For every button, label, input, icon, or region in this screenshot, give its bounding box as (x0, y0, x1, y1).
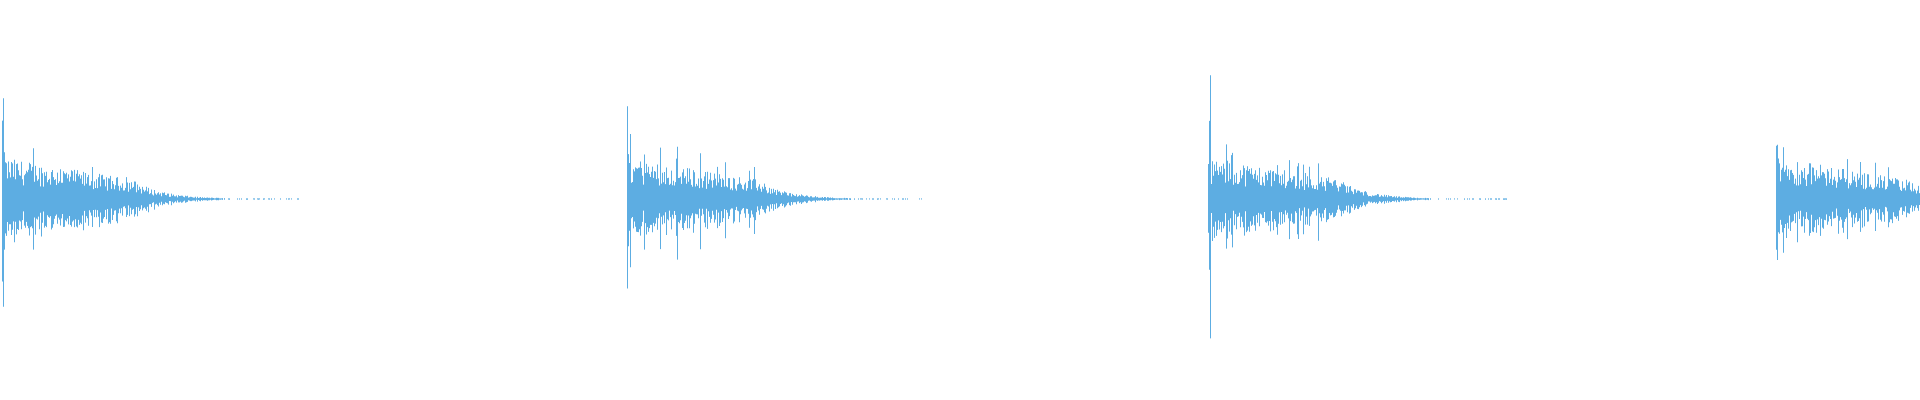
waveform-samples (1776, 144, 1920, 260)
waveform-samples (1208, 75, 1507, 339)
waveform-samples (2, 98, 299, 307)
waveform-burst (1776, 144, 1920, 260)
waveform-samples (627, 106, 922, 289)
waveform-burst (627, 106, 922, 289)
waveform-burst (2, 98, 299, 307)
waveform-burst (1208, 75, 1507, 339)
